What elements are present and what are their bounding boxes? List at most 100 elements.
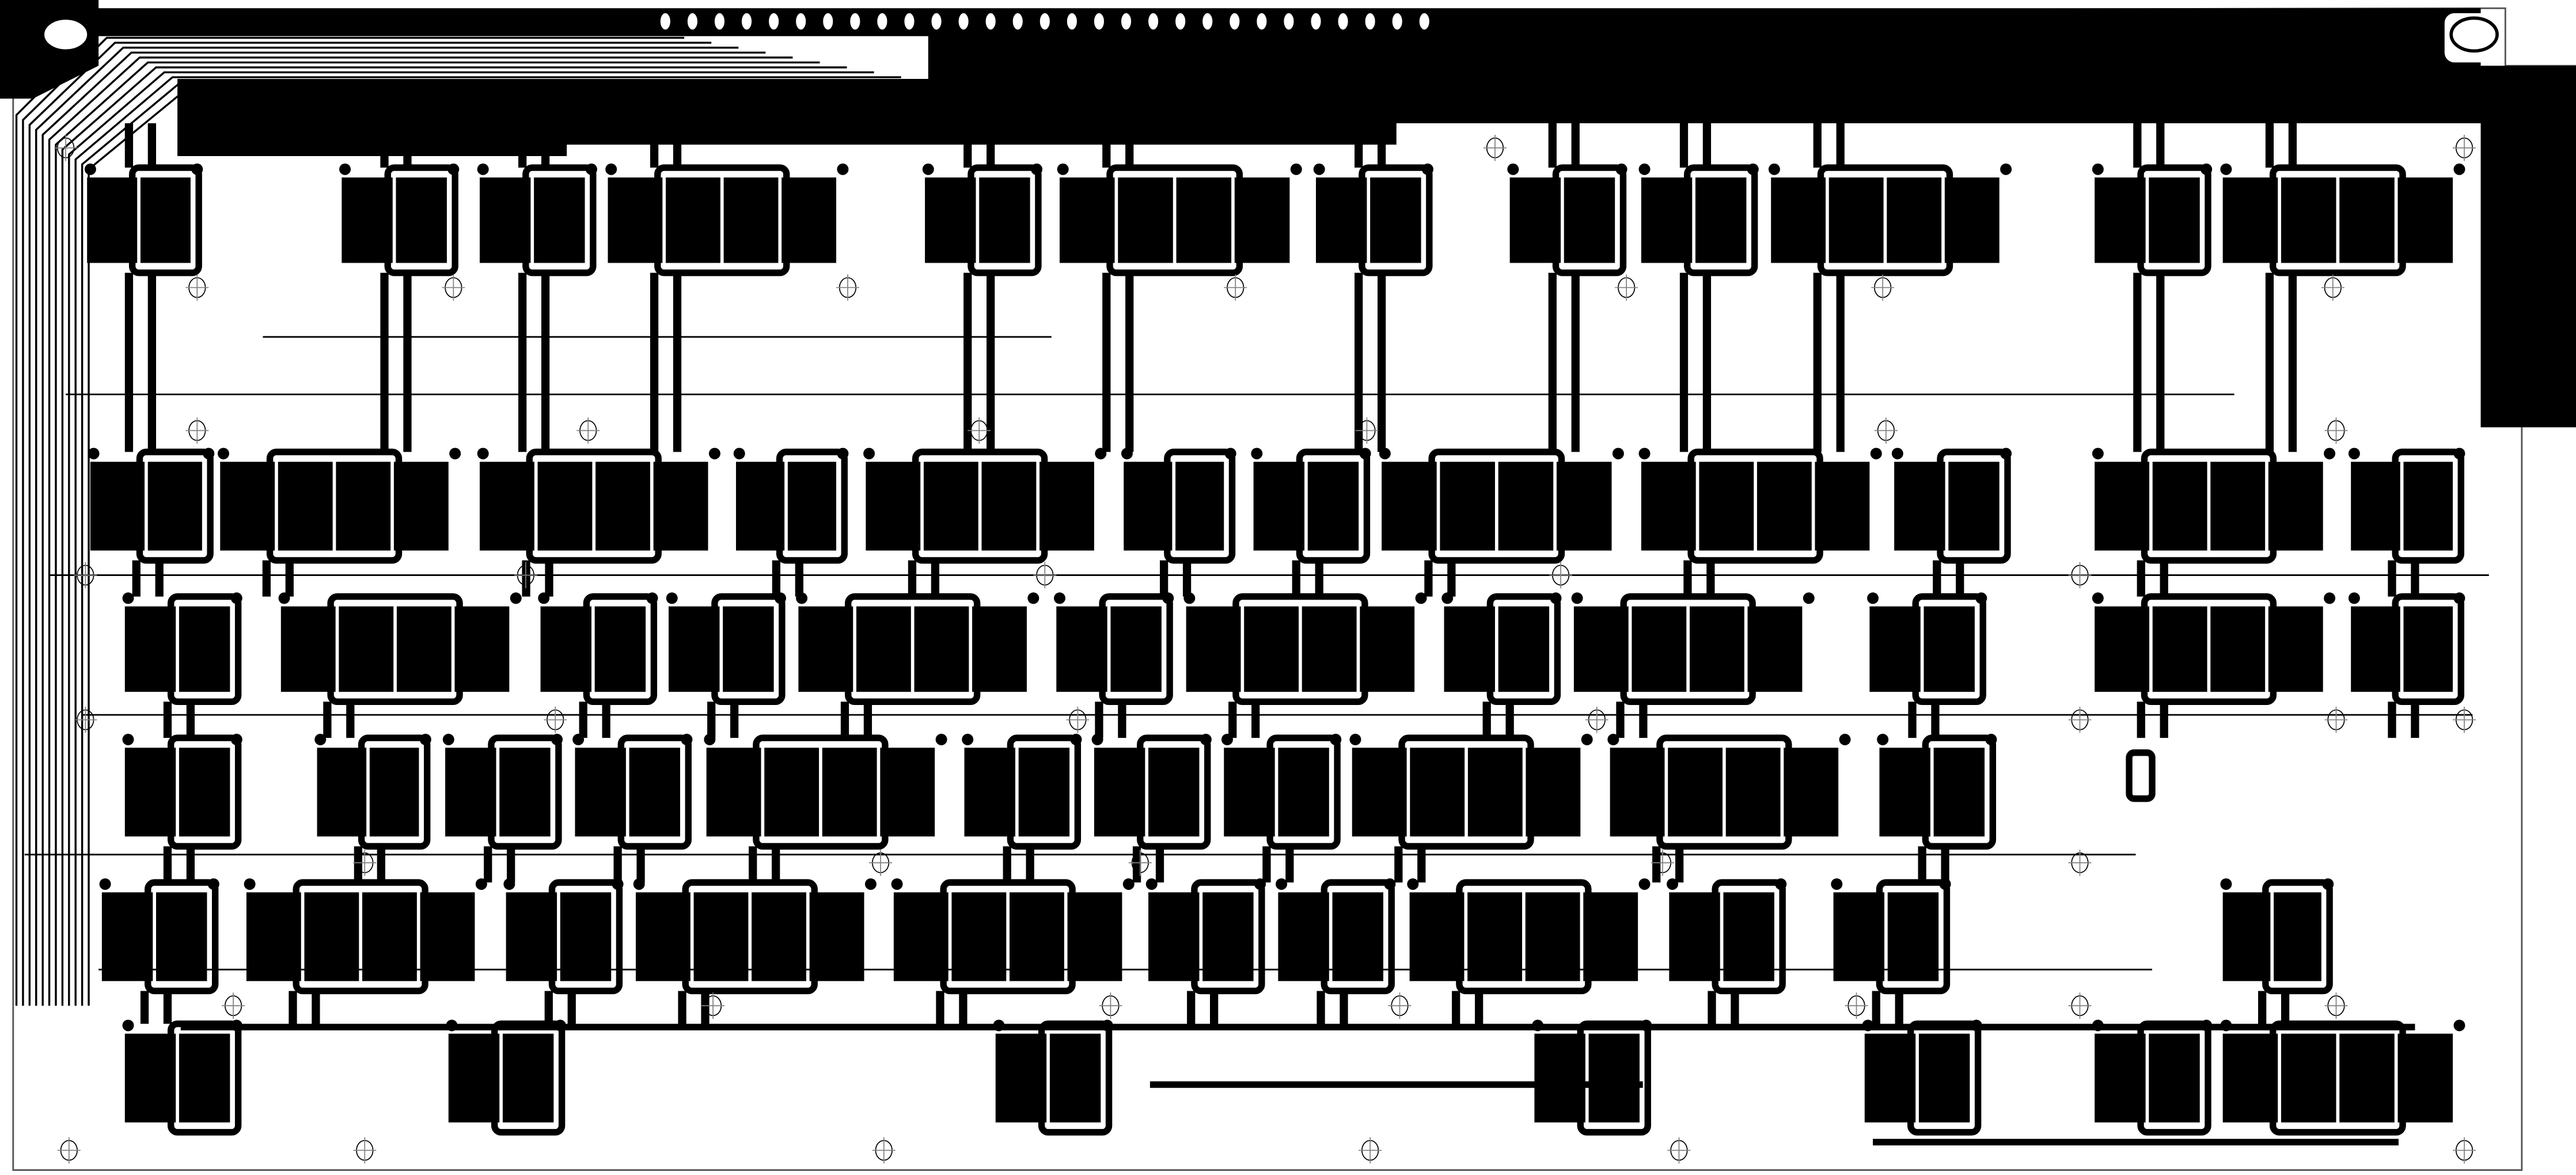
pad-ring [1486,593,1561,706]
smd-pad [1933,748,1985,837]
via [775,592,787,604]
pad-ring [2262,879,2333,995]
via [1507,163,1519,175]
pad-ring [167,734,242,850]
pad-ring [167,1020,242,1136]
via [1571,592,1583,604]
pad-ring [617,734,692,850]
crosshair-icon [1615,274,1638,301]
smd-pad [1202,892,1254,981]
smd-pad [124,606,176,692]
smd-pad [1784,748,1839,837]
smd-pad [1887,177,1942,263]
signal-trace [22,36,685,1006]
smd-pad [1509,177,1561,263]
connector-pin [1416,10,1433,33]
crosshair-icon [74,706,97,733]
header-connector [657,10,1433,33]
via [572,733,585,745]
pad-ring [1321,879,1395,995]
smd-pad [2281,177,2336,263]
smd-pad [87,177,138,263]
crosshair-icon [1066,706,1090,733]
pad-ring [293,879,428,995]
smd-pad [179,1033,230,1123]
pad-ring [491,1020,566,1136]
smd-pad [2268,606,2323,692]
connector-pin [901,10,918,33]
pad-ring [1937,448,2011,564]
smd-pad [1918,1033,1970,1123]
smd-pad [1498,461,1554,551]
pad-ring [266,448,403,564]
via [1975,592,1987,604]
via [1768,163,1780,175]
smd-pad [2222,1033,2278,1123]
via [2324,448,2336,460]
connector-pin [1226,10,1243,33]
via [191,163,203,175]
via [837,448,849,460]
copper-pour [0,0,2576,427]
crosshair-icon [1033,562,1057,589]
smd-pad [1944,177,2000,263]
connector-pin [928,10,945,33]
via [2453,448,2465,460]
pad-ring [1106,164,1243,276]
via [2092,1019,2104,1032]
via [1877,733,1889,745]
smd-pad [914,606,969,692]
pad-ring [1577,1020,1651,1136]
smd-pad [1756,461,1812,551]
smd-pad [537,461,593,551]
connector-pin [1280,10,1298,33]
smd-pad [608,177,663,263]
crosshair-icon [2324,417,2348,444]
small-pad-ring [2126,749,2156,802]
via [1441,592,1454,604]
smd-pad [499,748,551,837]
smd-pad [1278,748,1329,837]
pad-ring [968,164,1042,276]
pad-ring [167,593,242,706]
smd-pad [2339,177,2395,263]
via [1384,878,1396,890]
via [84,163,96,175]
crosshair-icon [353,1137,377,1164]
via [1581,733,1593,745]
smd-pad [629,748,681,837]
pad-ring [1007,734,1082,850]
via [1638,448,1651,460]
via [837,163,849,175]
smd-pad [2210,606,2266,692]
signal-trace [74,76,901,1006]
smd-pad [2152,461,2207,551]
smd-pad [1669,892,1720,981]
pad-ring [776,448,848,564]
via [2322,878,2334,890]
smd-pad [140,177,191,263]
pad-ring [1232,593,1368,706]
crosshair-icon [1651,850,1674,876]
via [1349,733,1361,745]
smd-pad [880,748,935,837]
pad-ring [1712,879,1786,995]
smd-pad [90,461,145,551]
pad-ring [1164,448,1236,564]
smd-pad [1332,892,1383,981]
pad-ring [1876,879,1951,995]
via [538,592,550,604]
smd-pad [1148,892,1200,981]
via [230,1019,242,1032]
connector-pin [1091,10,1107,33]
via [935,733,947,745]
smd-pad [1641,177,1693,263]
smd-pad [1948,461,2000,551]
smd-pad [1307,461,1359,551]
smd-pad [1039,461,1094,551]
pad-ring [753,734,889,850]
smd-pad [479,461,534,551]
smd-pad [669,606,720,692]
power-traces [124,123,2419,1146]
